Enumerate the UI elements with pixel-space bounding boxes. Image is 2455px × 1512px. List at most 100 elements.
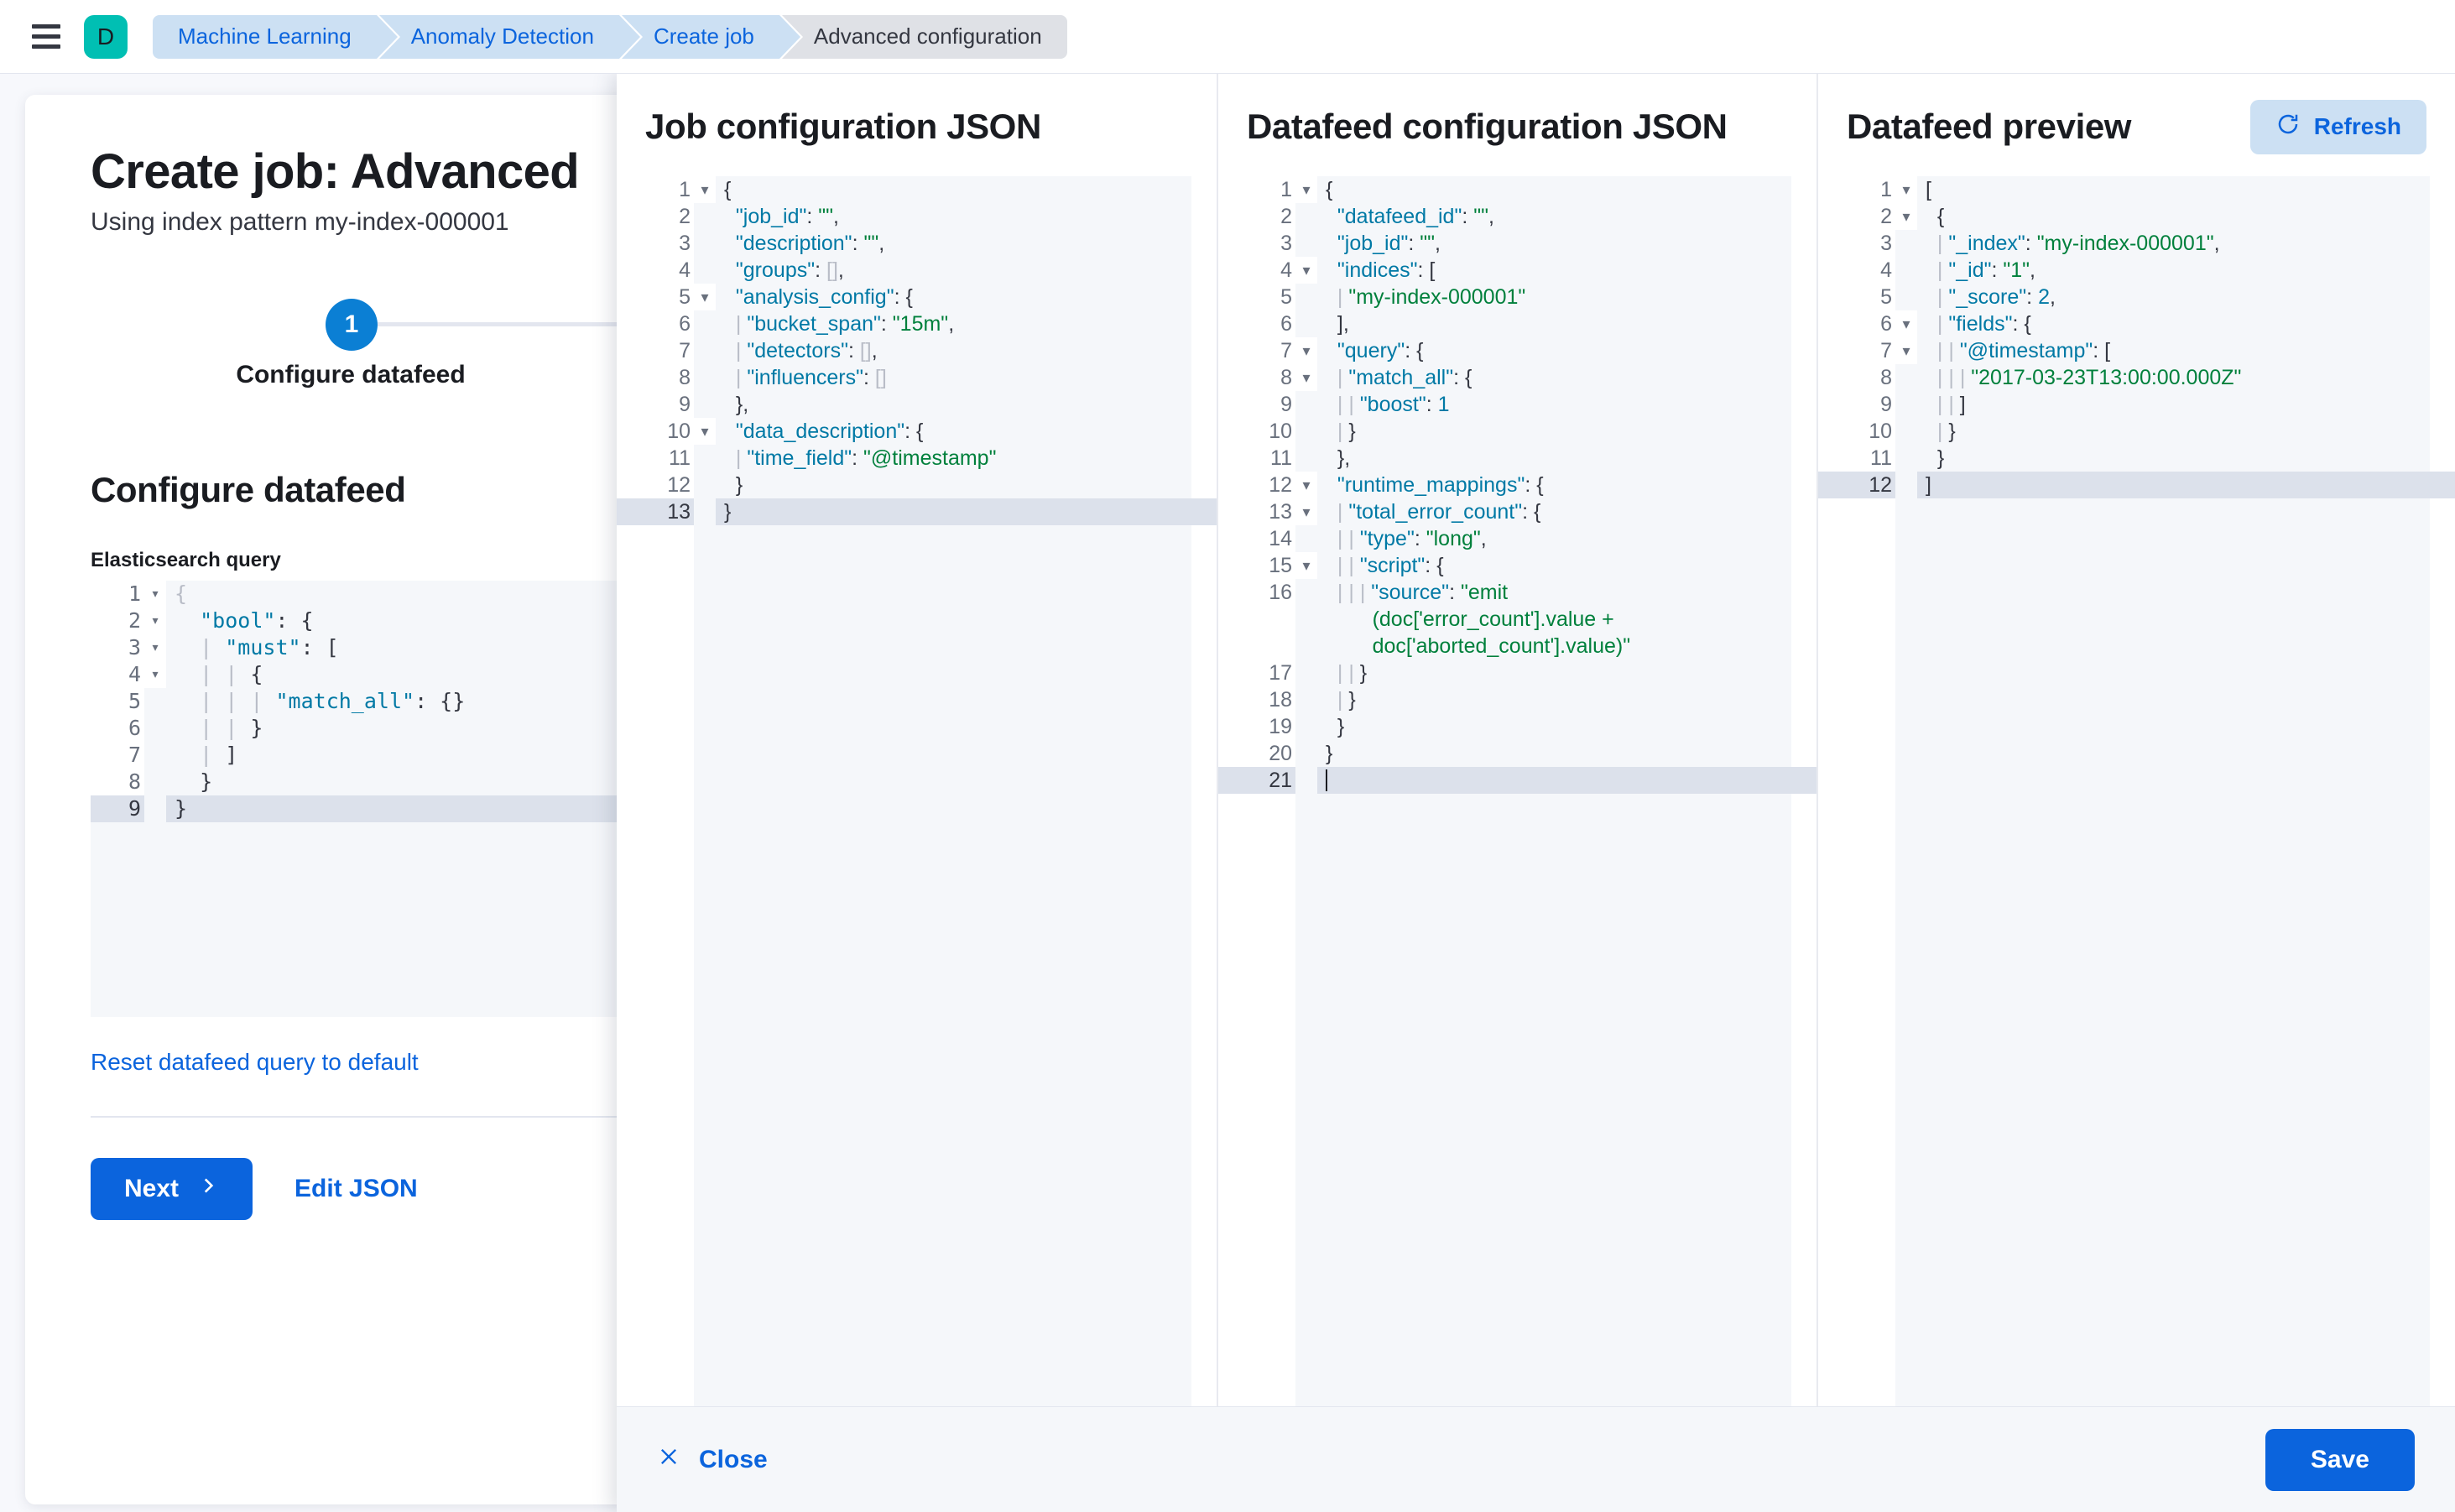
editor-line: 7 | "detectors": [], (617, 337, 1217, 364)
editor-line-code: | | | "match_all": {} (200, 689, 466, 713)
divider (91, 1116, 1024, 1118)
editor-line-number: 9 (1818, 391, 1895, 418)
editor-line-code: | "_index": "my-index-000001", (1936, 232, 2220, 255)
editor-line-code: } (1926, 446, 1945, 470)
editor-line-code: | "fields": { (1936, 312, 2031, 336)
fold-toggle-icon[interactable]: ▾ (694, 418, 716, 445)
editor-background (694, 176, 1191, 1406)
breadcrumb-item-machine-learning[interactable]: Machine Learning (153, 14, 398, 59)
editor-line-code: "job_id": "", (1337, 232, 1441, 255)
editor-line-code: { (724, 178, 732, 201)
editor-line-code: "job_id": "", (735, 205, 839, 228)
editor-line-number: 7 (91, 742, 144, 769)
job-configuration-json-editor[interactable]: 1▾{2 "job_id": "",3 "description": "",4 … (617, 176, 1217, 1406)
editor-line-number: 8 (617, 364, 694, 391)
datafeed-preview-column: Datafeed preview Refresh 1▾[2▾ {3 | "_in… (1816, 74, 2455, 1406)
editor-line-number: 2 (1818, 203, 1895, 230)
editor-line-number: 2 (91, 607, 144, 634)
fold-toggle-icon[interactable]: ▾ (1295, 552, 1317, 579)
editor-line-code: | "my-index-000001" (1337, 285, 1526, 309)
editor-line: 16 | | | "source": "emit (doc['error_cou… (1218, 579, 1816, 660)
editor-line: 4 "groups": [], (617, 257, 1217, 284)
editor-line-number: 1 (1818, 176, 1895, 203)
editor-line: 6 | | } (91, 715, 779, 742)
fold-toggle-icon[interactable]: ▾ (694, 176, 716, 203)
breadcrumb-item-anomaly-detection[interactable]: Anomaly Detection (378, 14, 641, 59)
editor-line: 18 | } (1218, 686, 1816, 713)
editor-line-code: | | } (200, 716, 263, 740)
reset-datafeed-query-link[interactable]: Reset datafeed query to default (91, 1049, 419, 1075)
editor-line: 6 ], (1218, 310, 1816, 337)
fold-toggle-icon[interactable]: ▾ (694, 284, 716, 310)
page-subtitle: Using index pattern my-index-000001 (91, 208, 509, 236)
editor-line: 12] (1818, 472, 2455, 498)
editor-line: 8 } (91, 769, 779, 795)
editor-line: 17 | | } (1218, 660, 1816, 686)
editor-line-code: | | "type": "long", (1337, 527, 1487, 550)
editor-line-number: 2 (617, 203, 694, 230)
editor-line-number: 1 (91, 581, 144, 607)
space-avatar[interactable]: D (84, 14, 128, 59)
editor-line-code: | "bucket_span": "15m", (735, 312, 955, 336)
stepper-step-1[interactable]: 1 (326, 299, 378, 351)
close-button[interactable]: Close (657, 1445, 768, 1475)
editor-line-code: } (1326, 742, 1333, 765)
fold-toggle-icon[interactable]: ▾ (1295, 257, 1317, 284)
editor-line: 3 "description": "", (617, 230, 1217, 257)
page-title: Create job: Advanced (91, 144, 580, 199)
editor-line-number: 3 (91, 634, 144, 661)
editor-line-code: }, (724, 393, 749, 416)
editor-line-number: 9 (617, 391, 694, 418)
editor-line-code: }, (1326, 446, 1351, 470)
flyout-footer: Close Save (617, 1406, 2455, 1512)
editor-line-number: 10 (1218, 418, 1295, 445)
editor-line-code: | ] (200, 743, 238, 767)
editor-line-code: | "_score": 2, (1936, 285, 2056, 309)
hamburger-icon[interactable] (27, 18, 65, 56)
fold-toggle-icon[interactable]: ▾ (144, 581, 166, 607)
editor-line: 12 } (617, 472, 1217, 498)
breadcrumb-item-create-job[interactable]: Create job (621, 14, 800, 59)
datafeed-configuration-json-editor[interactable]: 1▾{2 "datafeed_id": "",3 "job_id": "",4▾… (1218, 176, 1816, 1406)
fold-toggle-icon[interactable]: ▾ (1895, 337, 1917, 364)
editor-line-number: 19 (1218, 713, 1295, 740)
datafeed-configuration-json-title: Datafeed configuration JSON (1247, 107, 1728, 146)
editor-line-number: 5 (91, 688, 144, 715)
text-cursor (1326, 769, 1327, 791)
editor-line: 5 | | | "match_all": {} (91, 688, 779, 715)
section-title: Configure datafeed (91, 470, 406, 509)
editor-line-code: | "match_all": { (1337, 366, 1472, 389)
editor-line: 13▾ | "total_error_count": { (1218, 498, 1816, 525)
fold-toggle-icon[interactable]: ▾ (144, 634, 166, 661)
edit-json-link[interactable]: Edit JSON (294, 1175, 418, 1202)
fold-toggle-icon[interactable]: ▾ (1295, 364, 1317, 391)
editor-line-number: 3 (617, 230, 694, 257)
next-button-label: Next (124, 1175, 180, 1202)
fold-toggle-icon[interactable]: ▾ (1895, 203, 1917, 230)
editor-line-code: } (1326, 715, 1345, 738)
save-button[interactable]: Save (2265, 1428, 2415, 1491)
fold-toggle-icon[interactable]: ▾ (1295, 472, 1317, 498)
editor-line-code: | "detectors": [], (735, 339, 878, 362)
editor-line-code: { (1926, 205, 1945, 228)
editor-line-number: 4 (91, 661, 144, 688)
next-button[interactable]: Next (91, 1158, 253, 1220)
editor-line: 2▾ { (1818, 203, 2455, 230)
editor-line: 1▾{ (617, 176, 1217, 203)
fold-toggle-icon[interactable]: ▾ (1295, 176, 1317, 203)
editor-line-code: | } (1337, 688, 1356, 712)
fold-toggle-icon[interactable]: ▾ (1895, 310, 1917, 337)
editor-line: 14 | | "type": "long", (1218, 525, 1816, 552)
fold-toggle-icon[interactable]: ▾ (1895, 176, 1917, 203)
datafeed-preview-editor[interactable]: 1▾[2▾ {3 | "_index": "my-index-000001",4… (1818, 176, 2455, 1406)
fold-toggle-icon[interactable]: ▾ (144, 607, 166, 634)
editor-line-code: } (724, 473, 743, 497)
fold-toggle-icon[interactable]: ▾ (144, 661, 166, 688)
fold-toggle-icon[interactable]: ▾ (1295, 337, 1317, 364)
editor-line-code: | "_id": "1", (1936, 258, 2035, 282)
editor-line: 3▾ | "must": [ (91, 634, 779, 661)
editor-line-number: 5 (1818, 284, 1895, 310)
editor-line: 1▾{ (1218, 176, 1816, 203)
refresh-button[interactable]: Refresh (2249, 99, 2426, 154)
fold-toggle-icon[interactable]: ▾ (1295, 498, 1317, 525)
